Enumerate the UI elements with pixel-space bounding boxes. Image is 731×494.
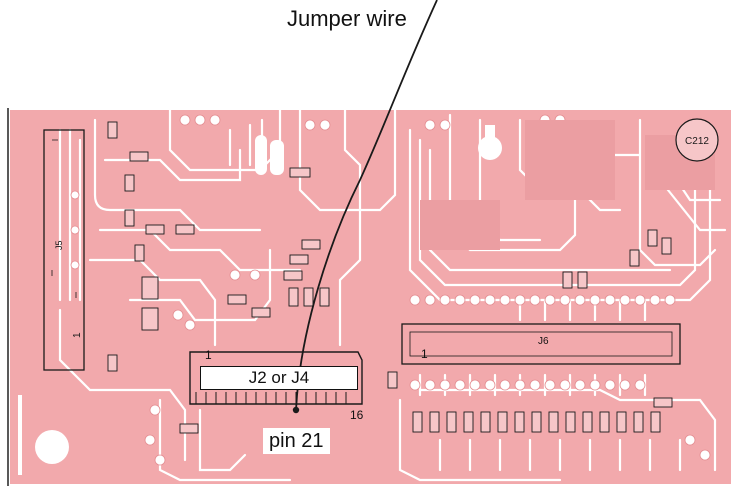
component-r236 [145, 224, 165, 235]
component-r238 [107, 354, 118, 372]
component-r235 [124, 209, 135, 227]
component-r228 [107, 121, 118, 139]
component-r230 [629, 249, 640, 267]
component-q3 [141, 307, 159, 331]
component-c241 [251, 307, 271, 318]
component-r210 [288, 287, 299, 307]
component-r234 [124, 174, 135, 192]
j6-pin1-label: 1 [421, 347, 428, 361]
j5-label: J5 [54, 240, 64, 250]
connector-j6 [401, 323, 681, 365]
component-r219 [179, 423, 199, 434]
resistor-row [412, 411, 661, 433]
component-c240 [227, 294, 247, 305]
jumper-solder-point [292, 406, 300, 414]
component-r215 [283, 270, 303, 281]
component-r216 [319, 287, 330, 307]
component-r209 [387, 371, 398, 389]
copper-pours [18, 125, 502, 475]
component-c177 [661, 237, 672, 255]
component-r237 [134, 244, 145, 262]
connector-label: J2 or J4 [200, 366, 358, 390]
components [107, 121, 673, 434]
component-r251 [653, 397, 673, 408]
component-q2 [141, 276, 159, 300]
component-c178 [289, 167, 311, 178]
component-r232 [577, 271, 588, 289]
component-r217 [129, 151, 149, 162]
connector-pin1-label: 1 [205, 348, 212, 362]
connector-j5: J5 1 [43, 129, 85, 371]
j5-pin1-label: 1 [72, 332, 83, 338]
ground-pour-regions [420, 120, 715, 250]
component-r214 [289, 254, 309, 265]
component-r233 [647, 229, 658, 247]
j6-label: J6 [538, 336, 549, 347]
capacitor-c212: C212 [675, 118, 719, 162]
jumper-wire [295, 0, 438, 411]
mounting-hole [35, 430, 69, 464]
c212-label: C212 [685, 136, 709, 147]
component-r211 [303, 287, 314, 307]
component-r231 [562, 271, 573, 289]
component-r218 [175, 224, 195, 235]
pin-21-label: pin 21 [263, 428, 330, 454]
solder-pads [70, 114, 711, 466]
component-r213 [301, 239, 321, 250]
jumper-wire-label: Jumper wire [287, 6, 407, 31]
connector-pin16-label: 16 [350, 408, 364, 422]
